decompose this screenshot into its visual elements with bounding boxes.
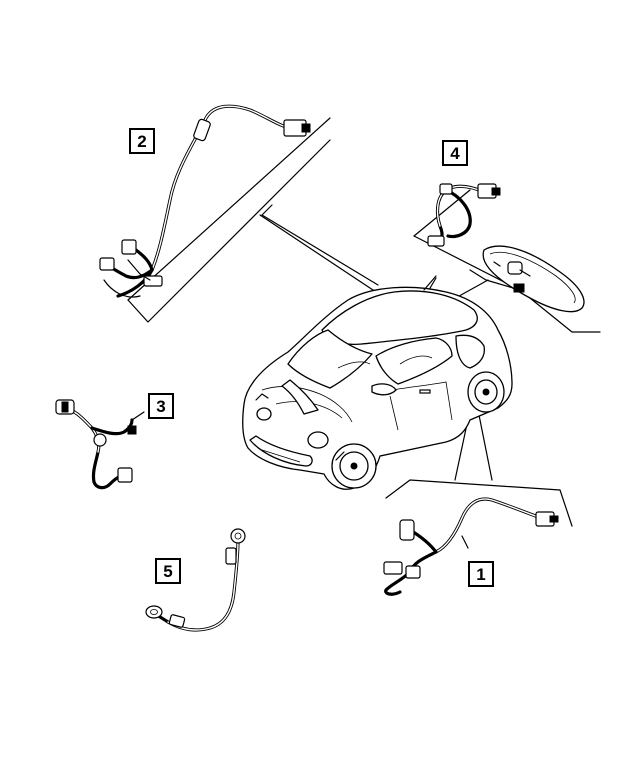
part-1-harness xyxy=(383,497,559,596)
part-5-ground-cable xyxy=(145,528,246,632)
callout-3: 3 xyxy=(148,393,174,419)
callout-5: 5 xyxy=(155,558,181,584)
callout-4: 4 xyxy=(442,140,468,166)
part-2-harness xyxy=(99,104,311,298)
part-4-mirror-harness xyxy=(427,183,501,247)
rearview-mirror xyxy=(482,245,585,313)
part-3-sensor-harness xyxy=(55,399,145,490)
vehicle-illustration xyxy=(242,275,513,490)
callout-2: 2 xyxy=(129,128,155,154)
callout-1: 1 xyxy=(468,561,494,587)
